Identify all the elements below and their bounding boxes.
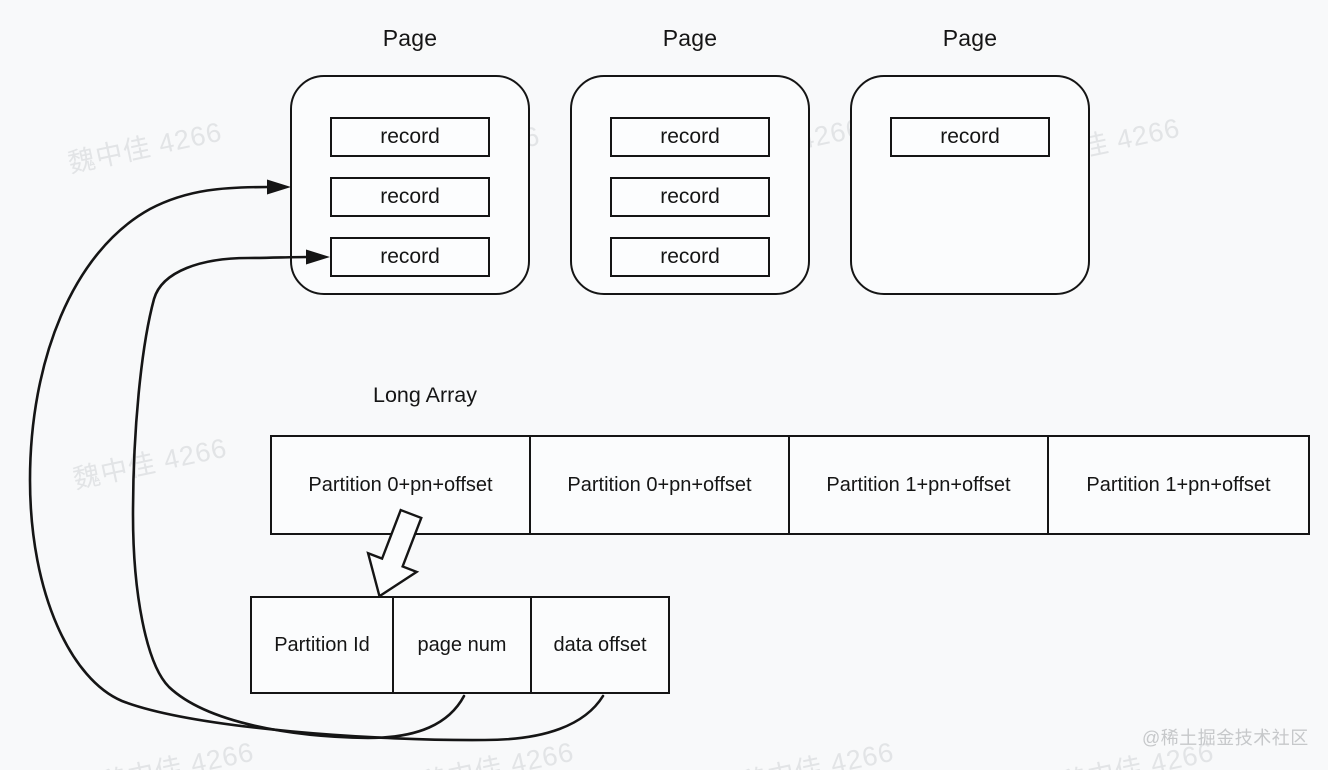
- long-array-cell: Partition 1+pn+offset: [1086, 473, 1271, 496]
- site-credit: @稀土掘金技术社区: [1142, 728, 1309, 748]
- page-box: record record record: [570, 75, 810, 295]
- watermark: 魏中佳 4266: [417, 736, 577, 770]
- entry-struct-cell-page-num: page num: [394, 598, 532, 692]
- entry-struct-row: Partition Id page num data offset: [250, 596, 670, 694]
- record-box: record: [330, 117, 490, 157]
- watermark: 魏中佳 4266: [97, 736, 257, 770]
- record-box: record: [330, 237, 490, 277]
- page-title: Page: [662, 25, 718, 51]
- long-array-cell: Partition 1+pn+offset: [790, 437, 1049, 533]
- watermark: 魏中佳 4266: [70, 432, 230, 495]
- page-title: Page: [382, 25, 438, 51]
- long-array-label: Long Array: [373, 383, 477, 407]
- record-box: record: [610, 177, 770, 217]
- long-array-cell: Partition 0+pn+offset: [272, 437, 531, 533]
- page-box: record: [850, 75, 1090, 295]
- record-box: record: [610, 237, 770, 277]
- entry-struct-cell-data-offset: data offset: [553, 633, 647, 656]
- arrowhead: [267, 179, 291, 195]
- page-box: record record record: [290, 75, 530, 295]
- record-box: record: [610, 117, 770, 157]
- record-box: record: [890, 117, 1050, 157]
- entry-struct-cell-partition-id: Partition Id: [252, 598, 394, 692]
- page-title: Page: [942, 25, 998, 51]
- long-array-cell: Partition 0+pn+offset: [531, 437, 790, 533]
- watermark: 魏中佳 4266: [737, 736, 897, 770]
- long-array-row: Partition 0+pn+offset Partition 0+pn+off…: [270, 435, 1310, 535]
- watermark: 魏中佳 4266: [65, 116, 225, 179]
- record-box: record: [330, 177, 490, 217]
